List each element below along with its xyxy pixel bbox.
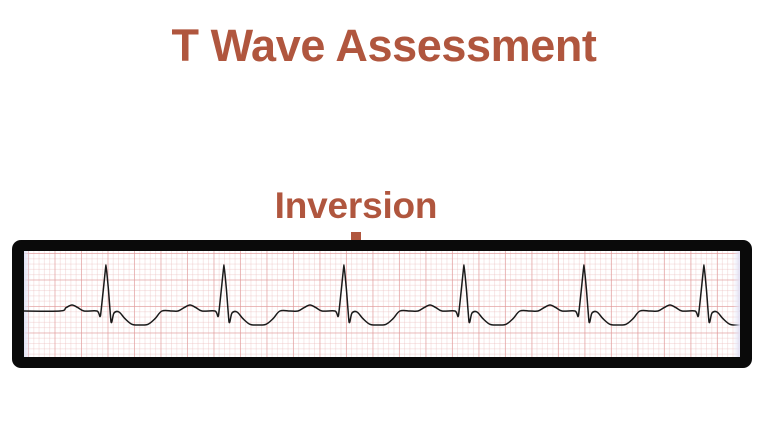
ecg-waveform-path <box>24 265 740 325</box>
annotation-label-inversion: Inversion <box>274 185 438 226</box>
ecg-rhythm-strip <box>12 240 752 368</box>
ecg-grid-paper <box>24 251 740 357</box>
page-title: T Wave Assessment <box>171 20 597 71</box>
ecg-waveform-trace <box>24 251 740 357</box>
